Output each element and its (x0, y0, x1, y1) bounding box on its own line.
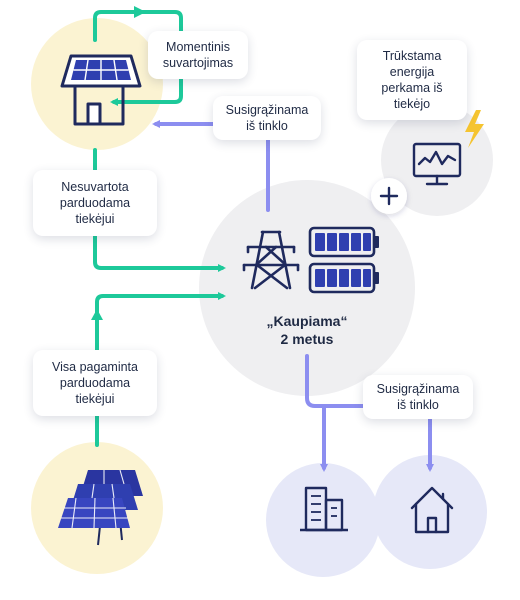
total-to-grid-line (95, 292, 226, 447)
lightning-icon (465, 110, 484, 148)
home-circle (373, 455, 487, 569)
office-circle (266, 463, 380, 577)
center-caption: „Kaupiama“ 2 metus (250, 312, 364, 348)
self-consumption-loop (93, 10, 183, 106)
susigrazinama-top-label: Susigrąžinama iš tinklo (213, 96, 321, 140)
green-arrow-markers (91, 6, 146, 320)
battery-icon (308, 226, 379, 294)
susigrazinama-bottom-label: Susigrąžinama iš tinklo (363, 375, 473, 419)
center-caption-line1: „Kaupiama“ (266, 313, 348, 329)
visa-label: Visa pagaminta parduodama tiekėjui (33, 350, 157, 416)
green-flows (93, 10, 226, 447)
trukstama-label: Trūkstama energija perkama iš tiekėjo (357, 40, 467, 120)
plus-icon (371, 178, 407, 214)
monitor-chart-icon (412, 142, 462, 186)
surplus-to-grid-line (93, 148, 226, 272)
grid-to-office-line (305, 354, 328, 472)
office-building-icon (300, 486, 348, 532)
momentinis-label: Momentinis suvartojimas (148, 31, 248, 79)
nesuvartota-label: Nesuvartota parduodama tiekėjui (33, 170, 157, 236)
center-caption-line2: 2 metus (280, 331, 334, 347)
home-icon (410, 486, 454, 534)
transmission-tower-icon (242, 230, 300, 290)
house-solar-icon (60, 54, 142, 126)
solar-panels-icon (58, 469, 143, 546)
